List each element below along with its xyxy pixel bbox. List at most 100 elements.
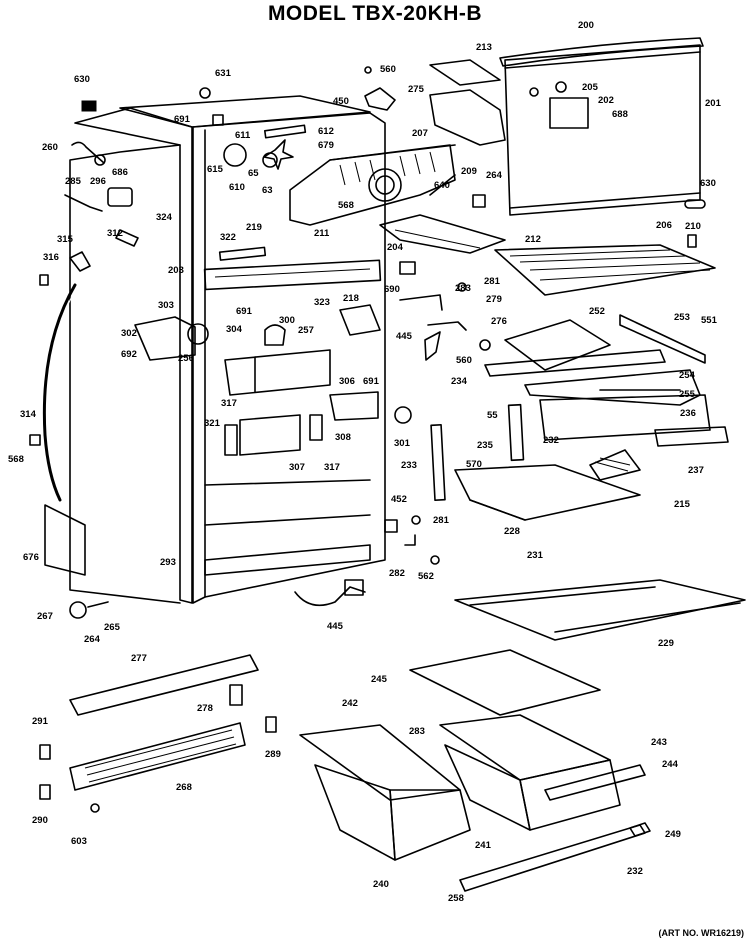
callout-label: 254 — [679, 370, 696, 381]
callout-label: 240 — [373, 879, 389, 890]
callout-label: 245 — [371, 674, 388, 685]
callout-label: 686 — [112, 167, 128, 178]
callout-label: 690 — [384, 284, 400, 295]
callout-label: 445 — [396, 331, 413, 342]
shelf-rails — [384, 403, 641, 565]
callout-label: 306 — [339, 376, 355, 387]
callout-label: 255 — [679, 389, 696, 400]
callout-label: 300 — [279, 315, 295, 326]
base-parts — [44, 504, 366, 619]
callout-label: 275 — [408, 84, 425, 95]
callout-label: 290 — [32, 815, 48, 826]
callout-label: 242 — [342, 698, 358, 709]
callout-label: 691 — [174, 114, 191, 125]
callout-label: 640 — [434, 180, 450, 191]
callout-label: 301 — [394, 438, 411, 449]
callout-label: 302 — [121, 328, 137, 339]
callout-label: 303 — [158, 300, 174, 311]
callout-label: 265 — [104, 622, 121, 633]
callout-label: 324 — [156, 212, 173, 223]
callout-label: 679 — [318, 140, 334, 151]
callout-label: 211 — [314, 228, 330, 239]
callout-label: 450 — [333, 96, 349, 107]
callout-label: 241 — [475, 840, 492, 851]
freezer-shelf-wire — [379, 214, 716, 296]
callout-label: 568 — [8, 454, 24, 465]
callout-label: 229 — [658, 638, 674, 649]
callout-label: 317 — [221, 398, 237, 409]
callout-label: 277 — [131, 653, 147, 664]
callout-label: 267 — [37, 611, 53, 622]
callout-label: 236 — [680, 408, 696, 419]
callout-label: 691 — [363, 376, 380, 387]
callout-label: 252 — [589, 306, 605, 317]
callout-label: 562 — [418, 571, 434, 582]
callout-label: 691 — [236, 306, 253, 317]
callout-label: 264 — [486, 170, 503, 181]
callout-label: 258 — [448, 893, 464, 904]
callout-label: 630 — [74, 74, 90, 85]
callout-label: 218 — [343, 293, 359, 304]
callout-label: 249 — [665, 829, 681, 840]
callout-label: 631 — [215, 68, 232, 79]
callout-label: 257 — [298, 325, 314, 336]
left-hinge-parts — [29, 87, 211, 502]
callout-label: 281 — [433, 515, 450, 526]
lower-drawers-and-grille — [39, 649, 651, 892]
callout-label: 452 — [391, 494, 407, 505]
callout-label: 203 — [168, 265, 184, 276]
callout-label: 692 — [121, 349, 137, 360]
callout-label: 231 — [527, 550, 544, 561]
callout-label: 202 — [598, 95, 614, 106]
callout-label: 293 — [160, 557, 176, 568]
callout-label: 570 — [466, 459, 482, 470]
callout-label: 688 — [612, 109, 628, 120]
callout-label: 213 — [476, 42, 492, 53]
lower-glass-shelf — [454, 579, 746, 641]
cabinet-shell — [69, 95, 386, 604]
callout-label: 279 — [486, 294, 502, 305]
callout-label: 55 — [487, 410, 498, 421]
callout-label: 253 — [674, 312, 690, 323]
callout-label: 445 — [327, 621, 344, 632]
callout-labels: 200 213 560 275 450 205 202 688 201 207 … — [8, 20, 722, 904]
callout-label: 323 — [314, 297, 330, 308]
callout-label: 232 — [543, 435, 559, 446]
callout-label: 244 — [662, 759, 679, 770]
callout-label: 296 — [90, 176, 106, 187]
callout-label: 560 — [380, 64, 396, 75]
callout-label: 63 — [262, 185, 273, 196]
diagram-title: MODEL TBX-20KH-B — [267, 2, 483, 25]
callout-label: 316 — [43, 252, 59, 263]
callout-label: 276 — [491, 316, 507, 327]
callout-label: 219 — [246, 222, 262, 233]
callout-label: 260 — [42, 142, 58, 153]
callout-label: 215 — [674, 499, 691, 510]
callout-label: 205 — [582, 82, 599, 93]
callout-label: 282 — [389, 568, 405, 579]
callout-label: 676 — [23, 552, 39, 563]
callout-label: 212 — [525, 234, 541, 245]
callout-label: 314 — [20, 409, 37, 420]
evaporator-assembly — [289, 144, 456, 226]
callout-label: 281 — [484, 276, 501, 287]
callout-label: 207 — [412, 128, 428, 139]
callout-label: 603 — [71, 836, 87, 847]
callout-label: 568 — [338, 200, 354, 211]
callout-label: 278 — [197, 703, 213, 714]
callout-label: 315 — [57, 234, 74, 245]
callout-label: 308 — [335, 432, 351, 443]
callout-label: 612 — [318, 126, 334, 137]
callout-label: 234 — [451, 376, 468, 387]
callout-label: 560 — [456, 355, 472, 366]
callout-label: 283 — [409, 726, 425, 737]
callout-label: 283 — [455, 283, 471, 294]
callout-label: 307 — [289, 462, 305, 473]
callout-label: 611 — [235, 130, 251, 141]
freezer-back-components — [203, 114, 382, 291]
callout-label: 243 — [651, 737, 667, 748]
callout-label: 610 — [229, 182, 245, 193]
callout-label: 256 — [178, 353, 194, 364]
freezer-door-and-bins — [364, 37, 706, 216]
callout-label: 322 — [220, 232, 236, 243]
